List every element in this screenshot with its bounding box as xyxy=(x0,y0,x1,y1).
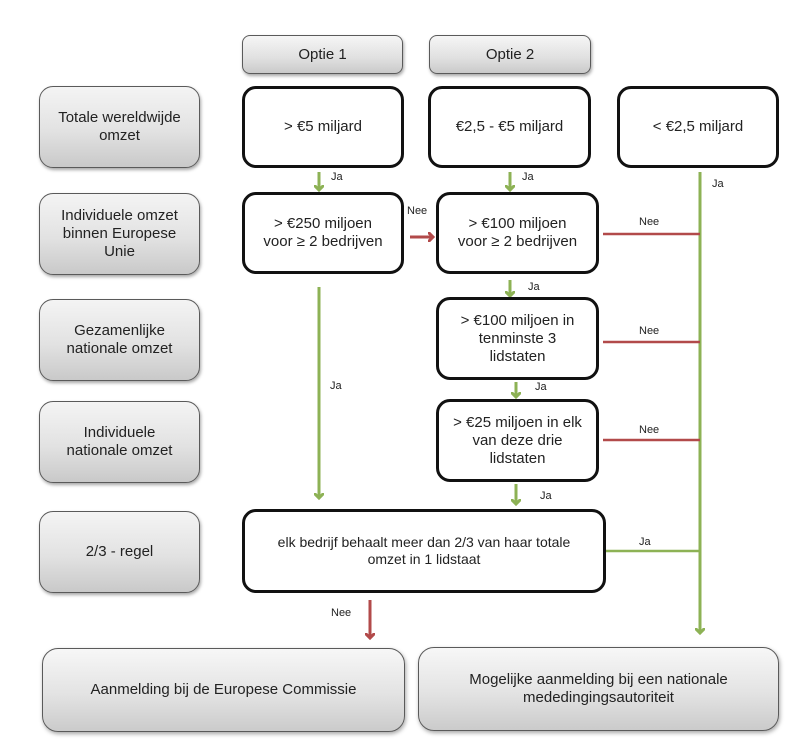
row-label-worldwide-turnover: Totale wereldwijde omzet xyxy=(39,86,200,168)
criterion-individual-national: > €25 miljoen in elk van deze drie lidst… xyxy=(436,399,599,482)
edge-label-yes: Ja xyxy=(528,281,540,293)
criterion-eu-opt2: > €100 miljoen voor ≥ 2 bedrijven xyxy=(436,192,599,274)
edge-label-no: Nee xyxy=(331,607,352,619)
option-1-label: Optie 1 xyxy=(298,45,347,63)
row-label-text: Totale wereldwijde omzet xyxy=(58,109,181,144)
criterion-combined-national: > €100 miljoen in tenminste 3 lidstaten xyxy=(436,297,599,380)
option-1-header: Optie 1 xyxy=(242,35,403,74)
criterion-text: > €250 miljoen voor ≥ 2 bedrijven xyxy=(263,215,383,250)
criterion-text: < €2,5 miljard xyxy=(652,118,744,135)
edge-label-yes: Ja xyxy=(712,178,724,190)
edge-label-no: Nee xyxy=(639,424,660,436)
row-label-combined-national: Gezamenlijke nationale omzet xyxy=(39,299,200,381)
criterion-turnover-below: < €2,5 miljard xyxy=(617,86,779,168)
criterion-turnover-opt1: > €5 miljard xyxy=(242,86,404,168)
row-label-text: Individuele nationale omzet xyxy=(66,424,173,459)
row-label-eu-turnover: Individuele omzet binnen Europese Unie xyxy=(39,193,200,275)
edge-label-yes: Ja xyxy=(331,171,343,183)
row-label-individual-national: Individuele nationale omzet xyxy=(39,401,200,483)
criterion-text: > €100 miljoen voor ≥ 2 bedrijven xyxy=(457,215,578,250)
criterion-text: > €5 miljard xyxy=(284,118,362,135)
result-text: Aanmelding bij de Europese Commissie xyxy=(90,681,357,698)
option-2-header: Optie 2 xyxy=(429,35,591,74)
edge-label-yes: Ja xyxy=(535,381,547,393)
edge-label-yes: Ja xyxy=(330,380,342,392)
criterion-text: €2,5 - €5 miljard xyxy=(455,118,564,135)
criterion-eu-opt1: > €250 miljoen voor ≥ 2 bedrijven xyxy=(242,192,404,274)
criterion-text: > €25 miljoen in elk van deze drie lidst… xyxy=(453,413,582,467)
result-european-commission: Aanmelding bij de Europese Commissie xyxy=(42,648,405,732)
edge-label-yes: Ja xyxy=(639,536,651,548)
edge-label-no: Nee xyxy=(407,205,428,217)
result-text: Mogelijke aanmelding bij een nationale m… xyxy=(469,671,728,706)
row-label-text: Gezamenlijke nationale omzet xyxy=(66,322,173,357)
criterion-text: elk bedrijf behaalt meer dan 2/3 van haa… xyxy=(277,534,571,567)
row-label-text: 2/3 - regel xyxy=(85,543,154,560)
criterion-text: > €100 miljoen in tenminste 3 lidstaten xyxy=(460,311,575,365)
row-label-two-thirds-rule: 2/3 - regel xyxy=(39,511,200,593)
criterion-two-thirds-rule: elk bedrijf behaalt meer dan 2/3 van haa… xyxy=(242,509,606,593)
edge-label-no: Nee xyxy=(639,325,660,337)
edge-label-no: Nee xyxy=(639,216,660,228)
result-national-authority: Mogelijke aanmelding bij een nationale m… xyxy=(418,647,779,731)
option-2-label: Optie 2 xyxy=(485,45,535,63)
edge-label-yes: Ja xyxy=(522,171,534,183)
edge-label-yes: Ja xyxy=(540,490,552,502)
criterion-turnover-opt2: €2,5 - €5 miljard xyxy=(428,86,591,168)
row-label-text: Individuele omzet binnen Europese Unie xyxy=(61,207,178,260)
